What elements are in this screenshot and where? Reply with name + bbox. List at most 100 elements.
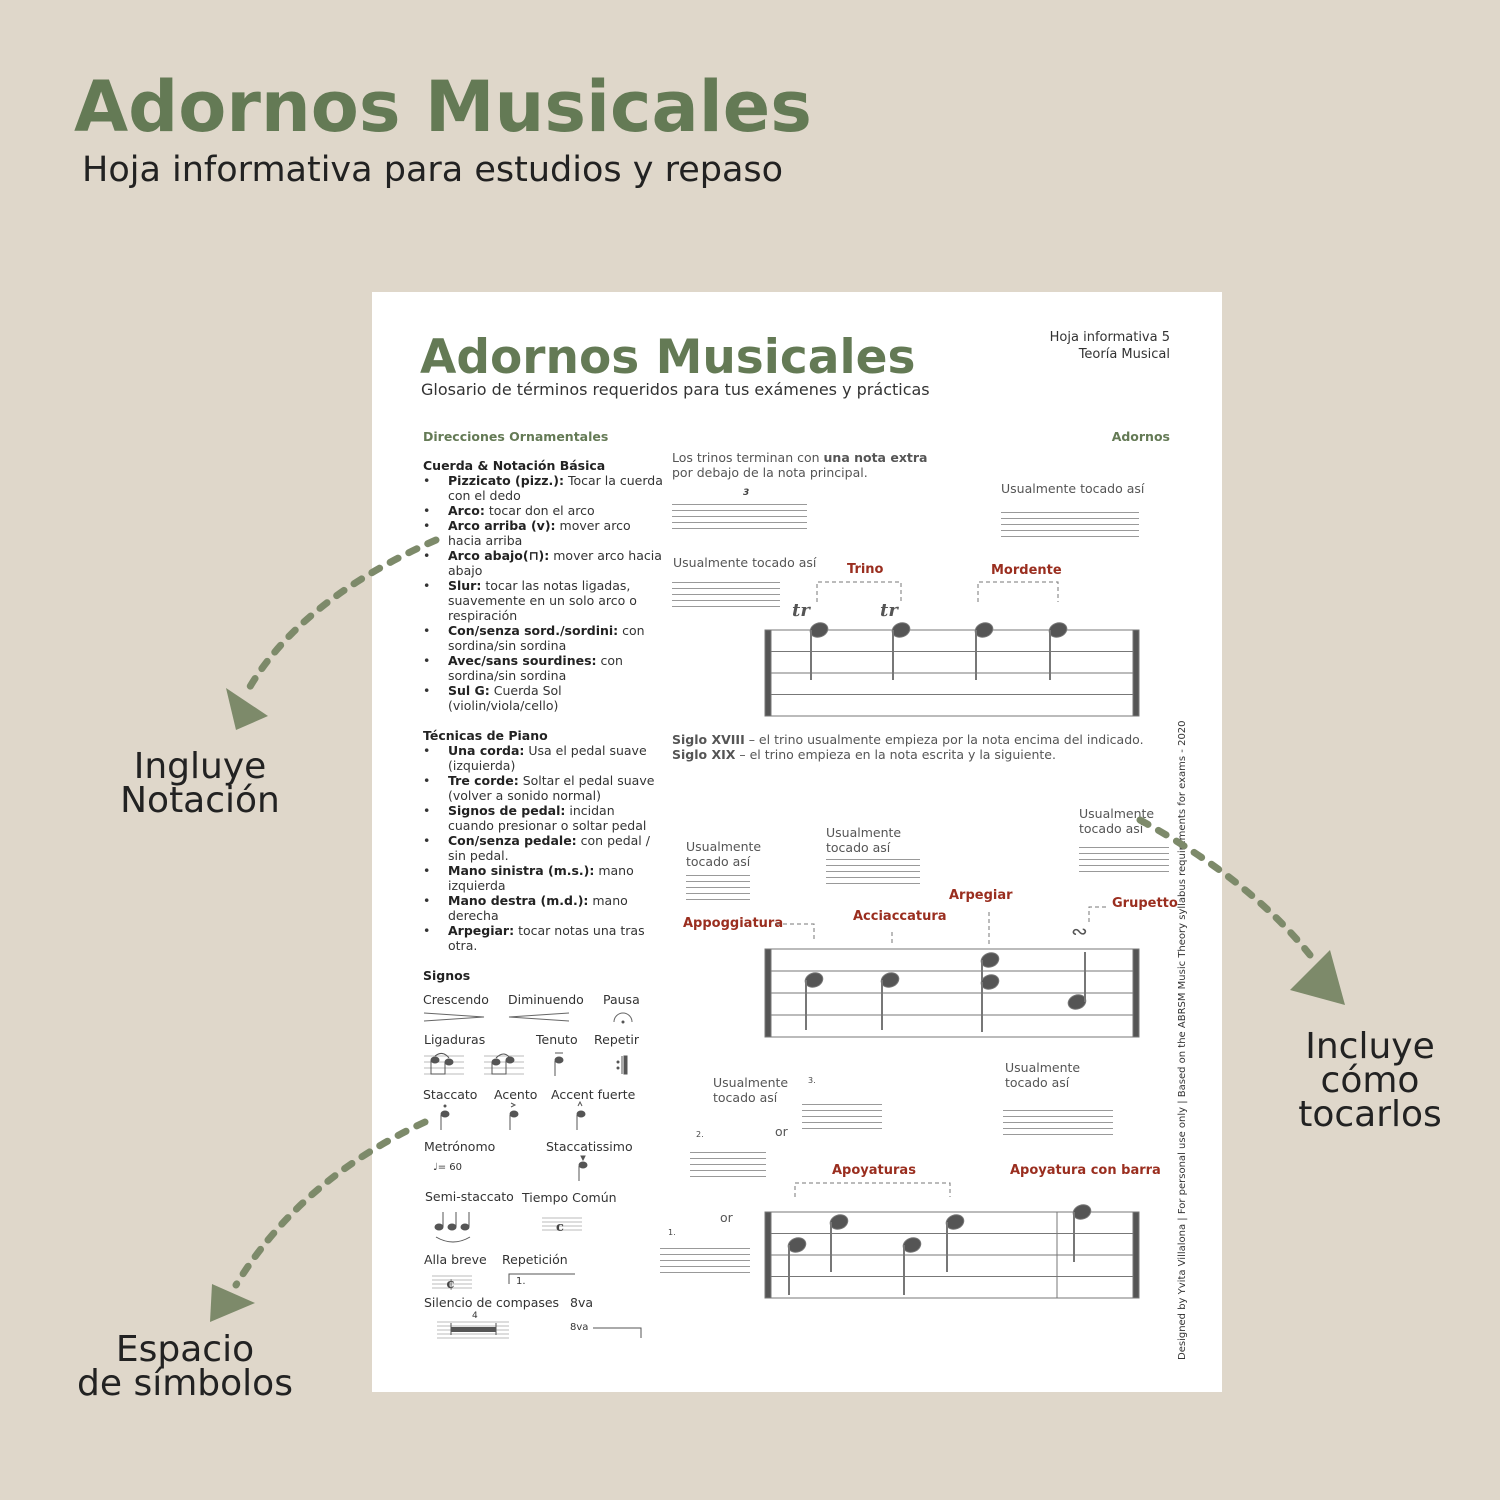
text: por debajo de la nota principal. bbox=[672, 465, 868, 480]
definition: Usa el pedal suave (izquierda) bbox=[448, 743, 647, 773]
definition: mover arco hacia abajo bbox=[448, 548, 662, 578]
callout-line: Espacio bbox=[115, 1329, 255, 1370]
label-tenuto: Tenuto bbox=[536, 1032, 578, 1047]
definition: tocar don el arco bbox=[484, 503, 595, 518]
barline bbox=[764, 948, 772, 1038]
left-heading: Direcciones Ornamentales bbox=[423, 429, 609, 444]
term: Mano destra (m.d.): bbox=[448, 893, 589, 908]
definition: incidan cuando presionar o soltar pedal bbox=[448, 803, 647, 833]
label-silencio: Silencio de compases bbox=[424, 1295, 560, 1310]
doc-title: Adornos Musicales bbox=[420, 330, 916, 385]
label-crescendo: Crescendo bbox=[423, 992, 489, 1007]
term: Tre corde: bbox=[448, 773, 519, 788]
text-bold: Siglo XIX bbox=[672, 747, 736, 762]
label-ligaduras: Ligaduras bbox=[424, 1032, 486, 1047]
definition: Cuerda Sol (violin/viola/cello) bbox=[448, 683, 562, 713]
term: Pizzicato (pizz.): bbox=[448, 473, 564, 488]
callout-line: de símbolos bbox=[77, 1363, 293, 1404]
mini-staff bbox=[802, 1104, 882, 1129]
term-item: Arco: tocar don el arco bbox=[423, 503, 663, 518]
text: Usualmente bbox=[1005, 1060, 1081, 1075]
term: Con/senza pedale: bbox=[448, 833, 577, 848]
repeat-icon bbox=[616, 1055, 628, 1075]
svg-text:¢: ¢ bbox=[446, 1277, 455, 1292]
multi-rest-icon bbox=[437, 1321, 509, 1339]
diminuendo-icon bbox=[508, 1012, 570, 1022]
octava-mark: 8va bbox=[570, 1322, 589, 1333]
definition: con sordina/sin sordina bbox=[448, 623, 645, 653]
or-label: or bbox=[775, 1124, 788, 1139]
metronome-mark: ♩= 60 bbox=[433, 1162, 463, 1173]
or-label: or bbox=[720, 1210, 733, 1225]
octava-line-icon bbox=[593, 1327, 642, 1338]
label-staccato: Staccato bbox=[423, 1087, 478, 1102]
trill-note: Los trinos terminan con una nota extra p… bbox=[672, 450, 927, 480]
tenuto-icon bbox=[554, 1052, 564, 1076]
svg-text:c: c bbox=[556, 1220, 564, 1235]
label-trino: Trino bbox=[847, 562, 884, 577]
label-mordente: Mordente bbox=[991, 563, 1062, 578]
mini-staff bbox=[1001, 512, 1139, 537]
barline bbox=[1132, 948, 1140, 1038]
doc-meta: Hoja informativa 5 Teoría Musical bbox=[1050, 329, 1170, 363]
hero-subtitle: Hoja informativa para estudios y repaso bbox=[82, 150, 784, 190]
term-item: Tre corde: Soltar el pedal suave (volver… bbox=[423, 773, 663, 803]
callout-line: tocarlos bbox=[1298, 1094, 1442, 1135]
label-semi-staccato: Semi-staccato bbox=[425, 1189, 514, 1204]
string-section: Cuerda & Notación Básica Pizzicato (pizz… bbox=[423, 458, 663, 713]
text-bold: una nota extra bbox=[823, 450, 928, 465]
callout-line: cómo bbox=[1320, 1060, 1420, 1101]
barline bbox=[764, 629, 772, 717]
label-arpegiar: Arpegiar bbox=[949, 888, 1013, 903]
tuplet-number: 3 bbox=[743, 488, 750, 498]
example-number: 2. bbox=[696, 1130, 704, 1139]
mini-staff bbox=[1003, 1110, 1113, 1135]
fermata-icon bbox=[613, 1012, 633, 1023]
label-staccatissimo: Staccatissimo bbox=[546, 1139, 633, 1154]
text: tocado así bbox=[713, 1090, 778, 1105]
barline bbox=[764, 1211, 772, 1299]
doc-subtitle: Glosario de términos requeridos para tus… bbox=[421, 380, 930, 399]
definition: mover arco hacia arriba bbox=[448, 518, 631, 548]
text: tocado así bbox=[826, 840, 891, 855]
label-repeticion: Repetición bbox=[502, 1252, 568, 1267]
mini-staff bbox=[672, 582, 780, 607]
text: – el trino usualmente empieza por la not… bbox=[744, 732, 1144, 747]
definition: con sordina/sin sordina bbox=[448, 653, 623, 683]
term-item: Signos de pedal: incidan cuando presiona… bbox=[423, 803, 663, 833]
label-apoyatura-barra: Apoyatura con barra bbox=[1010, 1163, 1161, 1178]
definition: tocar las notas ligadas, suavemente en u… bbox=[448, 578, 637, 623]
signs-glyphs: c ¢ bbox=[423, 1012, 642, 1339]
right-heading: Adornos bbox=[1111, 429, 1170, 444]
text: Usualmente bbox=[686, 839, 762, 854]
text: Usualmente bbox=[1079, 806, 1155, 821]
repeat-ending-mark: 1. bbox=[516, 1276, 526, 1287]
definition: Tocar la cuerda con el dedo bbox=[448, 473, 663, 503]
section-title: Cuerda & Notación Básica bbox=[423, 458, 606, 473]
term-item: Slur: tocar las notas ligadas, suavement… bbox=[423, 578, 663, 623]
term: Arco arriba (v): bbox=[448, 518, 556, 533]
metronome-value: = 60 bbox=[437, 1162, 463, 1173]
trill-sign: tr bbox=[880, 600, 898, 621]
barline bbox=[1132, 1211, 1140, 1299]
siglo-notes: Siglo XVIII – el trino usualmente empiez… bbox=[672, 732, 1144, 762]
term: Arco abajo(⊓): bbox=[448, 548, 550, 563]
term: Mano sinistra (m.s.): bbox=[448, 863, 595, 878]
signs-title: Signos bbox=[423, 968, 471, 983]
term: Una corda: bbox=[448, 743, 525, 758]
crescendo-icon bbox=[423, 1012, 485, 1022]
marcato-icon bbox=[576, 1100, 586, 1130]
term-item: Pizzicato (pizz.): Tocar la cuerda con e… bbox=[423, 473, 663, 503]
term: Signos de pedal: bbox=[448, 803, 566, 818]
text: tocado así bbox=[686, 854, 751, 869]
term: Con/senza sord./sordini: bbox=[448, 623, 619, 638]
label-accent-fuerte: Accent fuerte bbox=[551, 1087, 636, 1102]
mini-staff bbox=[660, 1248, 750, 1273]
term-item: Arco arriba (v): mover arco hacia arriba bbox=[423, 518, 663, 548]
main-staves: ∾ bbox=[764, 581, 1140, 1299]
term-list: Una corda: Usa el pedal suave (izquierda… bbox=[423, 743, 663, 953]
label-alla-breve: Alla breve bbox=[424, 1252, 487, 1267]
